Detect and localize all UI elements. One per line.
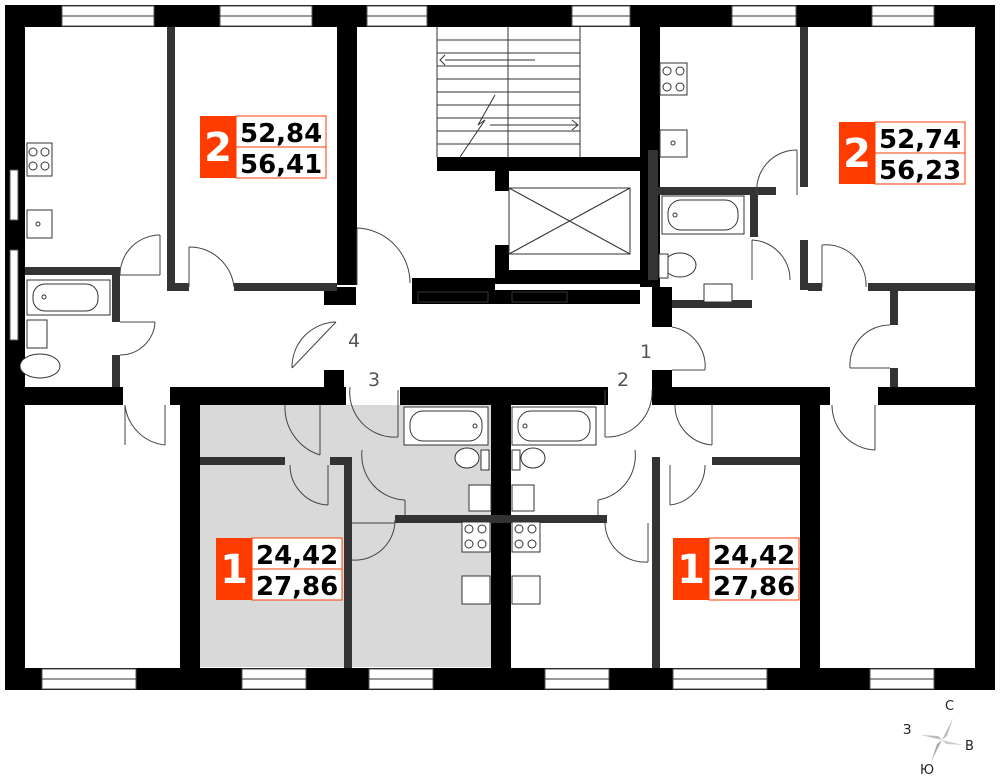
compass-east: В <box>965 739 974 754</box>
apartment-badge-top-right[interactable]: 2 52,74 56,23 <box>839 121 966 186</box>
compass-west: З <box>903 723 911 738</box>
elevator <box>417 187 631 303</box>
apartment-badge-bottom-left[interactable]: 1 24,42 27,86 <box>216 537 343 602</box>
partitions <box>25 27 975 668</box>
compass-south: Ю <box>920 763 934 778</box>
left-side-openings <box>9 169 19 341</box>
top-windows <box>61 5 935 27</box>
area-with-balcony: 27,86 <box>256 572 338 602</box>
rooms-count: 1 <box>220 547 248 593</box>
door-number-2: 2 <box>617 369 629 391</box>
area-with-balcony: 27,86 <box>713 572 795 602</box>
apartment-badge-bottom-right[interactable]: 1 24,42 27,86 <box>673 537 800 602</box>
compass: С В Ю З <box>903 699 974 778</box>
area-total: 52,84 <box>240 119 322 149</box>
apartment-badge-top-left[interactable]: 2 52,84 56,41 <box>200 115 327 180</box>
door-number-1: 1 <box>640 341 652 363</box>
compass-rose-icon <box>921 718 963 762</box>
rooms-count: 2 <box>843 131 871 177</box>
door-numbers: 4 3 1 2 <box>348 330 652 391</box>
area-total: 24,42 <box>256 541 338 571</box>
area-with-balcony: 56,23 <box>879 156 961 186</box>
doors <box>119 149 891 563</box>
staircase <box>412 27 640 304</box>
area-total: 24,42 <box>713 541 795 571</box>
area-total: 52,74 <box>879 125 961 155</box>
door-number-3: 3 <box>368 369 380 391</box>
interior-walls <box>25 27 975 668</box>
bottom-windows <box>41 668 935 690</box>
area-with-balcony: 56,41 <box>240 150 322 180</box>
door-number-4: 4 <box>348 330 360 352</box>
fixtures <box>19 62 745 605</box>
compass-north: С <box>945 699 954 714</box>
rooms-count: 1 <box>677 547 705 593</box>
rooms-count: 2 <box>204 125 232 171</box>
